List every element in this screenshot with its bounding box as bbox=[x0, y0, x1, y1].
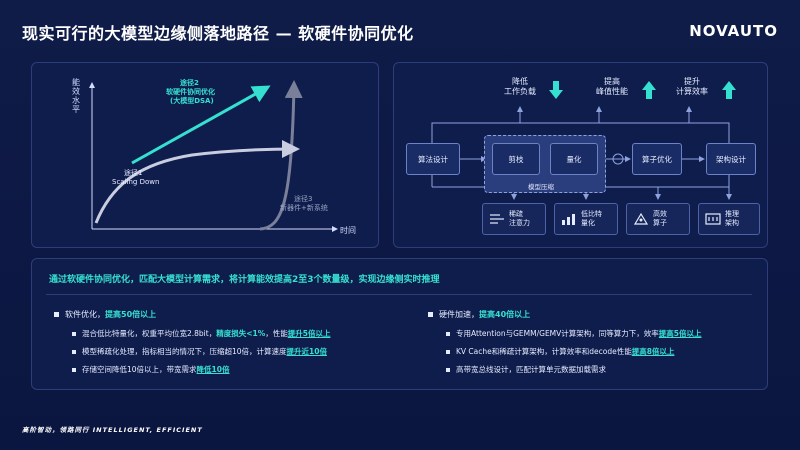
efficiency-chart: 能 效 水 平 时间 途径1 Scaling Down 途径2 软硬件协同优化 … bbox=[72, 77, 356, 235]
path3-curve bbox=[259, 80, 303, 231]
inference-arch-icon bbox=[705, 213, 721, 225]
y-axis-label-4: 平 bbox=[72, 105, 80, 114]
arrow-up-icon bbox=[722, 81, 736, 99]
sparse-attention-feature: 稀疏注意力 bbox=[482, 203, 546, 235]
algorithm-design-box: 算法设计 bbox=[406, 143, 460, 175]
path2-line bbox=[131, 85, 271, 165]
operator-optimization-box: 算子优化 bbox=[632, 143, 682, 175]
sparse-attention-icon bbox=[490, 214, 504, 224]
path2-sublabel-2: (大模型DSA) bbox=[170, 96, 214, 105]
y-axis-label-2: 效 bbox=[72, 86, 80, 96]
brand-logo: NOVAUTO bbox=[689, 22, 778, 40]
path1-sublabel: Scaling Down bbox=[112, 178, 159, 186]
co-optimization-diagram: 降低 工作负载 提高 峰值性能 提升 计算效率 算法设计 剪枝 量化 模型压缩 … bbox=[393, 62, 768, 248]
path1-curve bbox=[94, 140, 300, 224]
low-bit-icon bbox=[562, 214, 575, 225]
raise-peak-label: 提高 峰值性能 bbox=[596, 77, 628, 96]
arrow-up-icon bbox=[642, 81, 656, 99]
efficiency-chart-panel: 能 效 水 平 时间 途径1 Scaling Down 途径2 软硬件协同优化 … bbox=[31, 62, 379, 248]
quantization-box: 量化 bbox=[550, 143, 598, 175]
y-axis-label-3: 水 bbox=[72, 95, 80, 105]
y-axis-label-1: 能 bbox=[72, 77, 80, 87]
path2-sublabel-1: 软硬件协同优化 bbox=[166, 87, 215, 96]
list-item: 模型稀疏化处理，指标相当的情况下，压缩超10倍，计算速度提升近10倍 bbox=[72, 346, 327, 357]
summary-panel bbox=[31, 258, 768, 390]
path3-label: 途径3 bbox=[294, 194, 312, 203]
software-optimization-heading: 软件优化，提高50倍以上 bbox=[54, 309, 156, 320]
reduce-workload-label: 降低 工作负载 bbox=[504, 77, 536, 96]
efficient-operator-icon bbox=[633, 212, 649, 225]
path1-label: 途径1 bbox=[124, 168, 142, 177]
inference-arch-feature: 推理架构 bbox=[698, 203, 760, 235]
cycle-icon bbox=[612, 153, 624, 165]
list-item: 混合低比特量化，权重平均位宽2.8bit，精度损失<1%，性能提升5倍以上 bbox=[72, 328, 330, 339]
list-item: 存储空间降低10倍以上，带宽需求降低10倍 bbox=[72, 364, 229, 375]
divider bbox=[46, 294, 752, 295]
model-compression-label: 模型压缩 bbox=[528, 183, 554, 191]
path2-label: 途径2 bbox=[180, 78, 199, 87]
hardware-acceleration-heading: 硬件加速，提高40倍以上 bbox=[428, 309, 530, 320]
summary-text: 通过软硬件协同优化，匹配大模型计算需求，将计算能效提高2至3个数量级，实现边缘侧… bbox=[49, 275, 440, 285]
pruning-box: 剪枝 bbox=[492, 143, 540, 175]
architecture-design-box: 架构设计 bbox=[706, 143, 756, 175]
list-item: 专用Attention与GEMM/GEMV计算架构，同等算力下，效率提高5倍以上 bbox=[446, 328, 702, 339]
arrow-down-icon bbox=[549, 81, 563, 99]
improve-efficiency-label: 提升 计算效率 bbox=[676, 77, 708, 96]
efficient-operator-feature: 高效算子 bbox=[626, 203, 690, 235]
list-item: KV Cache和稀疏计算架构，计算效率和decode性能提高8倍以上 bbox=[446, 346, 674, 357]
low-bit-quant-feature: 低比特量化 bbox=[554, 203, 618, 235]
footer-slogan: 高阶智动，领路同行 INTELLIGENT, EFFICIENT bbox=[22, 426, 203, 434]
list-item: 高带宽总线设计，匹配计算单元数据加载需求 bbox=[446, 364, 606, 375]
x-axis-label: 时间 bbox=[340, 225, 356, 235]
page-title: 现实可行的大模型边缘侧落地路径 — 软硬件协同优化 bbox=[22, 24, 414, 43]
path3-sublabel: 新器件+新系统 bbox=[280, 203, 328, 212]
